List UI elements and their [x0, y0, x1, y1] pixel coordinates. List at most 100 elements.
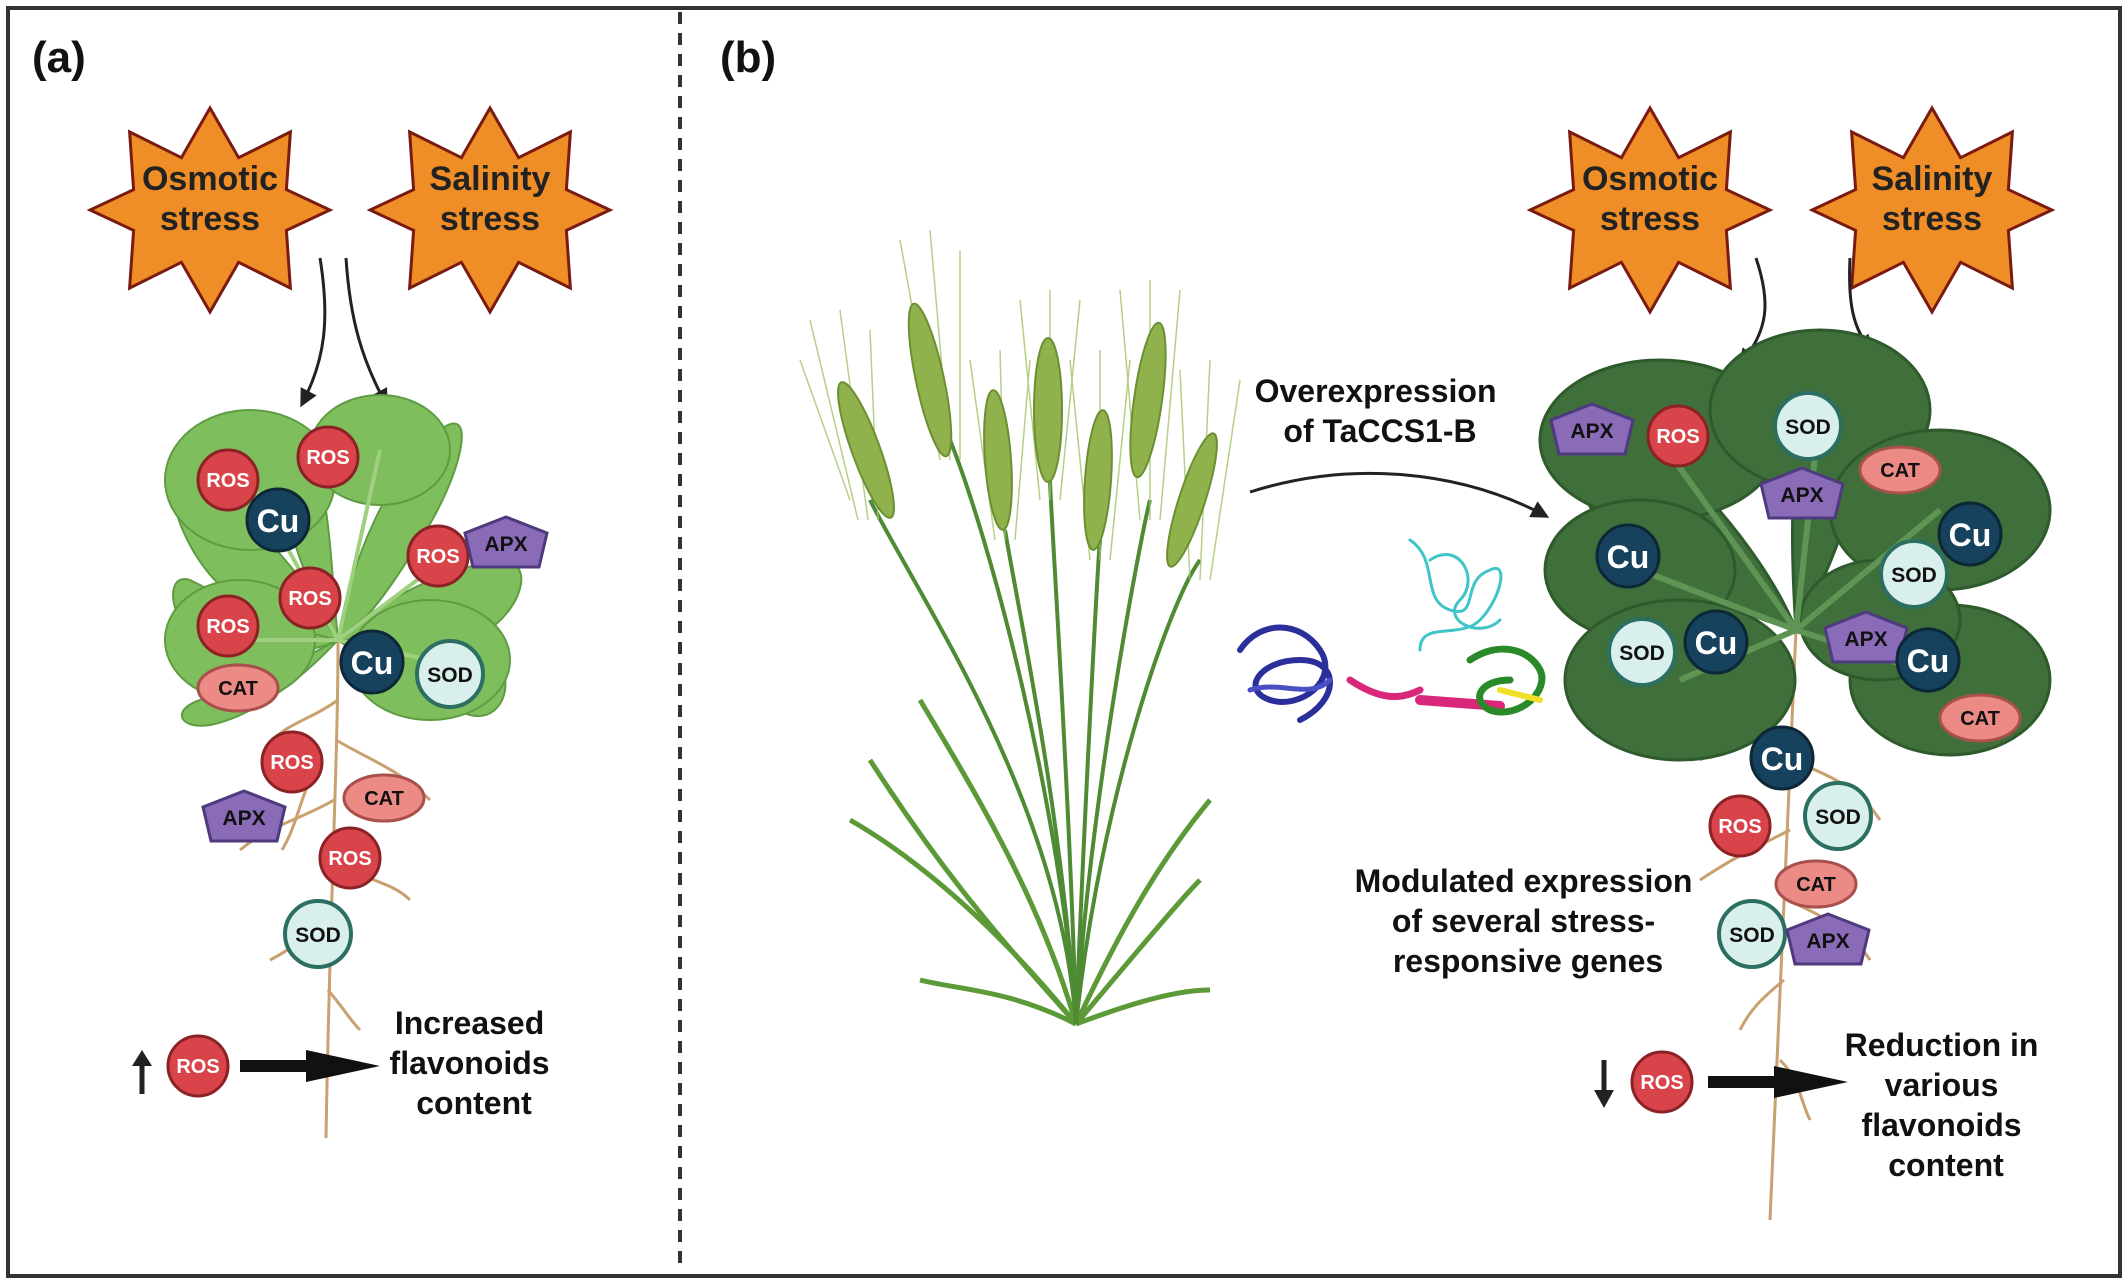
svg-text:APX: APX [1780, 484, 1823, 507]
ros-molecule: ROS [1708, 794, 1772, 858]
cat-molecule: CAT [196, 663, 280, 713]
svg-text:ROS: ROS [206, 470, 249, 492]
overexpression-arrow [1249, 471, 1550, 518]
svg-text:CAT: CAT [218, 678, 258, 700]
down-arrow-icon [1594, 1090, 1614, 1108]
outcome-arrow-a [240, 1050, 380, 1082]
svg-text:CAT: CAT [1880, 460, 1920, 482]
sod-molecule: SOD [1879, 539, 1949, 609]
cat-molecule: CAT [1774, 859, 1858, 909]
cu-molecule: Cu [1937, 501, 2003, 567]
star-shape [1526, 104, 1774, 316]
stress-label-line1: Salinity [1872, 160, 1993, 198]
up-arrow-icon [132, 1050, 152, 1066]
cu-molecule: Cu [245, 487, 311, 553]
ros-molecule: ROS [260, 730, 324, 794]
cat-molecule: CAT [342, 773, 426, 823]
modulated-expression-label: Modulated expression of several stress- … [1355, 863, 1702, 979]
svg-text:APX: APX [1806, 930, 1849, 953]
svg-text:Cu: Cu [1695, 625, 1738, 661]
ros-molecule: ROS [296, 425, 360, 489]
svg-text:CAT: CAT [1796, 874, 1836, 896]
sod-molecule: SOD [1607, 617, 1677, 687]
svg-text:Cu: Cu [1907, 643, 1950, 679]
wheat-plant [799, 229, 1241, 1027]
sod-molecule: SOD [1803, 781, 1873, 851]
ros-molecule: ROS [196, 594, 260, 658]
cu-molecule: Cu [1749, 725, 1815, 791]
svg-text:ROS: ROS [306, 447, 349, 469]
osmotic-stress-star-b: Osmotic stress [1526, 104, 1774, 316]
svg-text:CAT: CAT [1960, 708, 2000, 730]
ros-increase-indicator: ROS [132, 1034, 230, 1098]
ros-molecule: ROS [318, 826, 382, 890]
ros-molecule: ROS [196, 448, 260, 512]
cu-molecule: Cu [1595, 523, 1661, 589]
overexpression-label: Overexpression of TaCCS1-B [1255, 373, 1506, 449]
ros-molecule: ROS [278, 566, 342, 630]
cat-molecule: CAT [1858, 445, 1942, 495]
svg-text:SOD: SOD [1729, 924, 1775, 947]
svg-text:ROS: ROS [328, 848, 371, 870]
sod-molecule: SOD [415, 639, 485, 709]
svg-text:APX: APX [1570, 420, 1613, 443]
cu-molecule: Cu [1895, 627, 1961, 693]
svg-text:Cu: Cu [1949, 517, 1992, 553]
svg-text:Cu: Cu [1761, 741, 1804, 777]
cat-molecule: CAT [1938, 693, 2022, 743]
apx-molecule: APX [1549, 402, 1635, 456]
svg-text:SOD: SOD [427, 664, 473, 687]
svg-text:ROS: ROS [288, 588, 331, 610]
svg-text:ROS: ROS [1656, 426, 1699, 448]
svg-text:Cu: Cu [1607, 539, 1650, 575]
stress-label-line1: Osmotic [1582, 160, 1718, 198]
apx-molecule: APX [1785, 912, 1871, 966]
apx-molecule: APX [1823, 610, 1909, 664]
osmotic-stress-star-a: Osmotic stress [86, 104, 334, 316]
outcome-text-a: Increased flavonoids content [390, 1005, 559, 1121]
wheat-spikes [837, 302, 1218, 568]
svg-text:Cu: Cu [257, 503, 300, 539]
svg-text:ROS: ROS [176, 1056, 219, 1078]
stress-arrow [300, 257, 327, 408]
stress-label-line1: Osmotic [142, 160, 278, 198]
salinity-stress-star-b: Salinity stress [1808, 104, 2056, 316]
panel-a: Osmotic stress Salinity stress [86, 104, 614, 1139]
svg-text:APX: APX [222, 807, 265, 830]
sod-molecule: SOD [1717, 899, 1787, 969]
figure-border [6, 6, 2122, 1278]
stress-label-line1: Salinity [430, 160, 551, 198]
ros-molecule: ROS [1646, 404, 1710, 468]
panel-b: Overexpression of TaCCS1-B Osmotic stres… [799, 104, 2056, 1221]
protein-structure [1237, 538, 1546, 723]
sod-molecule: SOD [283, 899, 353, 969]
svg-text:SOD: SOD [1891, 564, 1937, 587]
sod-molecule: SOD [1773, 391, 1843, 461]
panel-b-label: (b) [720, 33, 776, 82]
salinity-stress-star-a: Salinity stress [366, 104, 614, 316]
svg-text:CAT: CAT [364, 788, 404, 810]
wheat-stems [868, 439, 1202, 1025]
stress-label-line2: stress [440, 200, 540, 238]
svg-text:SOD: SOD [1619, 642, 1665, 665]
cu-molecule: Cu [339, 629, 405, 695]
outcome-arrow-b [1708, 1066, 1848, 1098]
ros-decrease-indicator: ROS [1594, 1050, 1694, 1114]
apx-molecule: APX [201, 789, 287, 843]
svg-text:ROS: ROS [270, 752, 313, 774]
svg-text:Cu: Cu [351, 645, 394, 681]
wheat-leaves [848, 698, 1212, 1027]
svg-text:ROS: ROS [206, 616, 249, 638]
stress-arrow [344, 257, 388, 408]
svg-text:APX: APX [484, 533, 527, 556]
svg-text:SOD: SOD [1785, 416, 1831, 439]
ros-molecule: ROS [406, 524, 470, 588]
outcome-text-b: Reduction in various flavonoids content [1845, 1027, 2048, 1183]
star-shape [1808, 104, 2056, 316]
svg-text:SOD: SOD [1815, 806, 1861, 829]
star-shape [366, 104, 614, 316]
svg-text:ROS: ROS [416, 546, 459, 568]
cu-molecule: Cu [1683, 609, 1749, 675]
panel-a-label: (a) [32, 33, 86, 82]
